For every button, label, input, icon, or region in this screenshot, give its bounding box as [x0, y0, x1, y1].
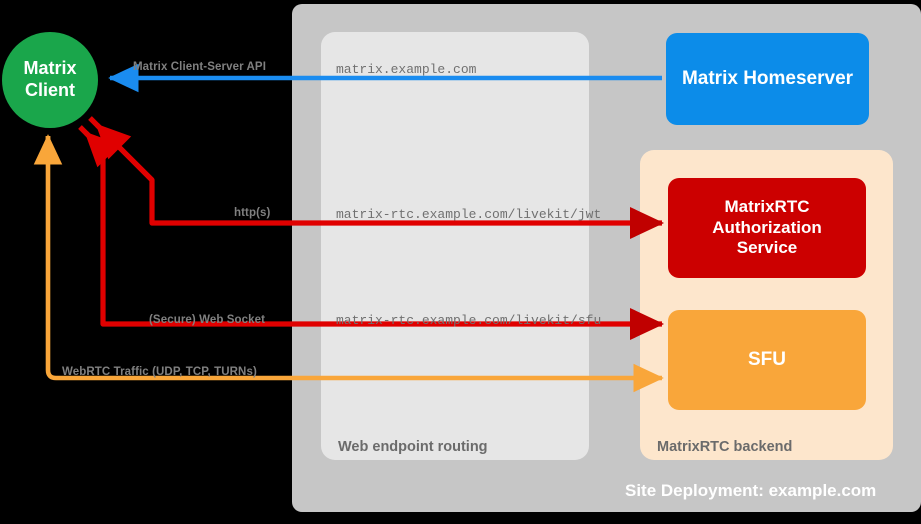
- edge-label-matrix-client-server-api: Matrix Client-Server API: [133, 61, 266, 73]
- url-label-livekit-sfu: matrix-rtc.example.com/livekit/sfu: [336, 313, 602, 328]
- matrix-client-node-shape[interactable]: [2, 32, 98, 128]
- edge-webrtc-traffic: [45, 136, 664, 393]
- edge-label-http-s: http(s): [234, 207, 271, 219]
- url-label-matrix-example-com: matrix.example.com: [336, 62, 477, 77]
- sfu-label: SFU: [748, 349, 786, 371]
- web-endpoint-routing-label: Web endpoint routing: [338, 439, 488, 455]
- site-deployment-label: Site Deployment: example.com: [625, 481, 877, 500]
- matrix-client-label-line2: Client: [24, 80, 75, 100]
- auth-label-line2: Authorization: [712, 217, 822, 237]
- matrix-homeserver-node[interactable]: Matrix Homeserver: [666, 33, 869, 125]
- matrixrtc-auth-service-node-shape[interactable]: [668, 178, 866, 278]
- matrixrtc-auth-service-node[interactable]: MatrixRTC Authorization Service: [668, 178, 866, 278]
- auth-label-line1: MatrixRTC: [724, 196, 810, 216]
- matrix-homeserver-node-shape[interactable]: [666, 33, 869, 125]
- sfu-node-shape[interactable]: [668, 310, 866, 410]
- matrix-client-label-line1: Matrix: [23, 58, 77, 79]
- sfu-node[interactable]: SFU: [668, 310, 866, 410]
- auth-label-line3: Service: [736, 238, 798, 258]
- edge-label-secure-web-socket: (Secure) Web Socket: [149, 314, 266, 326]
- matrix-client-node[interactable]: Matrix Client: [2, 32, 98, 128]
- matrix-homeserver-label: Matrix Homeserver: [681, 68, 854, 90]
- edge-secure-web-socket-arrowhead: [84, 131, 121, 168]
- web-endpoint-routing-panel: [321, 32, 589, 460]
- edge-label-webrtc-traffic: WebRTC Traffic (UDP, TCP, TURNs): [62, 366, 257, 378]
- matrixrtc-backend-label: MatrixRTC backend: [657, 439, 793, 455]
- url-label-livekit-jwt: matrix-rtc.example.com/livekit/jwt: [336, 207, 602, 222]
